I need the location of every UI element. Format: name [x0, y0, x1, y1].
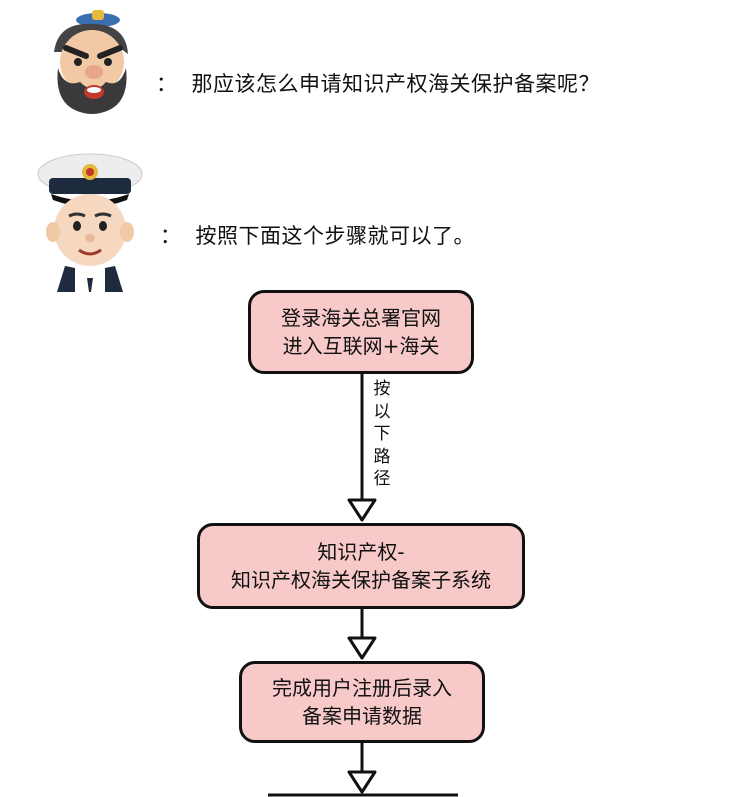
flow-step-3-line-2: 备案申请数据 [302, 704, 422, 728]
dialog-line-2: ： 按照下面这个步骤就可以了。 [160, 220, 475, 250]
flow-step-2-line-1: 知识产权- [317, 540, 405, 564]
edge-1-label-char: 以 [373, 401, 391, 422]
flow-step-2-line-2: 知识产权海关保护备案子系统 [231, 568, 491, 592]
arrowhead-3 [347, 770, 377, 794]
flow-step-1-line-2: 进入互联网+海关 [282, 334, 440, 358]
edge-1-label: 按 以 下 路 径 [372, 378, 392, 491]
flow-step-3: 完成用户注册后录入 备案申请数据 [239, 661, 485, 743]
flow-step-2: 知识产权- 知识产权海关保护备案子系统 [197, 523, 525, 609]
edge-1-label-char: 路 [373, 446, 391, 467]
dialog-line-1: ： 那应该怎么申请知识产权海关保护备案呢？ [156, 68, 600, 98]
edge-1-label-char: 下 [373, 424, 391, 444]
colon-1: ： [156, 72, 178, 96]
arrowhead-1 [347, 498, 377, 522]
flow-step-3-line-1: 完成用户注册后录入 [272, 676, 452, 700]
dialog-text-1: 那应该怎么申请知识产权海关保护备案呢？ [191, 72, 600, 96]
arrowhead-2 [347, 636, 377, 660]
dialog-text-2: 按照下面这个步骤就可以了。 [195, 224, 475, 248]
edge-1-label-char: 径 [373, 469, 391, 489]
flow-step-1-line-1: 登录海关总署官网 [281, 306, 441, 330]
flow-step-1: 登录海关总署官网 进入互联网+海关 [248, 290, 474, 374]
colon-2: ： [160, 224, 182, 248]
customs-officer-avatar-icon [37, 153, 143, 292]
edge-1-label-char: 按 [373, 379, 391, 399]
bearded-warrior-avatar-icon [54, 10, 128, 114]
